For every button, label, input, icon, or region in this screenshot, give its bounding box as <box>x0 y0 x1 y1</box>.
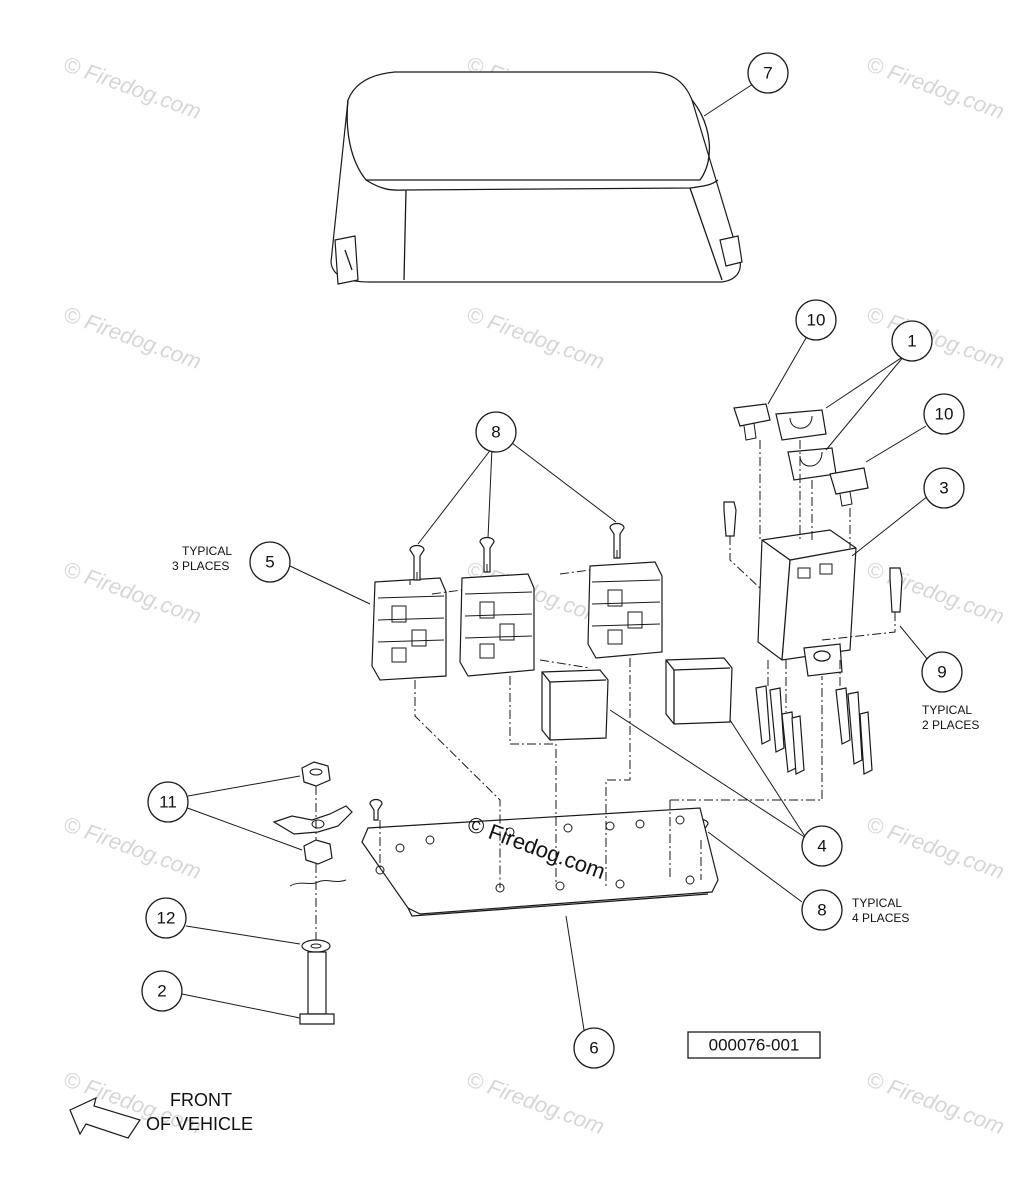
part-number: 000076-001 <box>709 1036 800 1055</box>
svg-text:12: 12 <box>157 909 176 928</box>
watermark: © Firedog.com <box>463 301 607 374</box>
terminals <box>755 685 873 775</box>
fuses <box>733 403 869 507</box>
svg-text:6: 6 <box>589 1039 598 1058</box>
part-1-fuse-top <box>775 409 827 441</box>
watermark: © Firedog.com <box>863 301 1007 374</box>
svg-text:7: 7 <box>763 64 772 83</box>
svg-text:TYPICAL: TYPICAL <box>922 703 972 717</box>
watermark: © Firedog.com <box>60 811 204 884</box>
callout-6: 6 <box>573 1027 615 1069</box>
watermark: © Firedog.com <box>60 51 204 124</box>
front-label-line1: FRONT <box>170 1090 232 1110</box>
arrow-icon <box>69 1096 141 1139</box>
callout-7: 7 <box>747 52 789 94</box>
watermark: © Firedog.com <box>863 556 1007 629</box>
svg-text:3: 3 <box>939 479 948 498</box>
callout-12: 12 <box>145 897 187 939</box>
part-5-relay-sockets <box>371 561 663 681</box>
svg-text:3 PLACES: 3 PLACES <box>172 559 229 573</box>
watermark: © Firedog.com <box>863 811 1007 884</box>
part-4-relays <box>541 657 733 741</box>
hardware-stack <box>272 761 353 1025</box>
leader-lines <box>181 81 929 1031</box>
callout-10-bottom: 10 <box>923 393 965 435</box>
front-label-line2: OF VEHICLE <box>146 1114 253 1134</box>
svg-text:8: 8 <box>491 423 500 442</box>
svg-text:8: 8 <box>817 901 826 920</box>
part-6-mounting-plate <box>361 807 719 917</box>
svg-text:4: 4 <box>817 837 826 856</box>
svg-text:5: 5 <box>265 553 274 572</box>
callout-5: 5 <box>249 541 291 583</box>
callout-4: 4 <box>801 825 843 867</box>
svg-text:2 PLACES: 2 PLACES <box>922 718 979 732</box>
callout-9: 9 <box>921 651 963 693</box>
svg-text:TYPICAL: TYPICAL <box>182 544 232 558</box>
callout-3: 3 <box>923 467 965 509</box>
watermark: © Firedog.com <box>463 1066 607 1139</box>
watermark: © Firedog.com <box>863 1066 1007 1139</box>
callout-1: 1 <box>891 320 933 362</box>
part-7-cover <box>330 71 743 285</box>
part-10-fuse-top <box>733 403 771 427</box>
watermark: © Firedog.com <box>60 301 204 374</box>
note-typical-3-places: TYPICAL 3 PLACES <box>172 544 232 573</box>
callout-2: 2 <box>141 970 183 1012</box>
part-10-fuse-bottom <box>829 467 869 495</box>
svg-text:10: 10 <box>807 311 826 330</box>
part-3-fuse-block <box>757 529 857 677</box>
svg-text:10: 10 <box>935 405 954 424</box>
note-typical-4-places: TYPICAL 4 PLACES <box>852 896 909 925</box>
svg-text:11: 11 <box>159 793 177 812</box>
svg-text:TYPICAL: TYPICAL <box>852 896 902 910</box>
svg-text:9: 9 <box>937 663 946 682</box>
note-typical-2-places: TYPICAL 2 PLACES <box>922 703 979 732</box>
callout-8-bottom: 8 <box>801 889 843 931</box>
svg-text:4 PLACES: 4 PLACES <box>852 911 909 925</box>
svg-text:1: 1 <box>907 332 916 351</box>
callout-11: 11 <box>147 781 189 823</box>
front-of-vehicle-arrow: FRONT OF VEHICLE <box>69 1090 253 1139</box>
watermark: © Firedog.com <box>863 51 1007 124</box>
part-1-fuse-bottom <box>787 447 837 481</box>
part-number-box: 000076-001 <box>687 1031 821 1059</box>
svg-text:2: 2 <box>157 982 166 1001</box>
assembly-lines <box>315 440 896 940</box>
callout-8-top: 8 <box>475 411 517 453</box>
callout-10-top: 10 <box>795 299 837 341</box>
